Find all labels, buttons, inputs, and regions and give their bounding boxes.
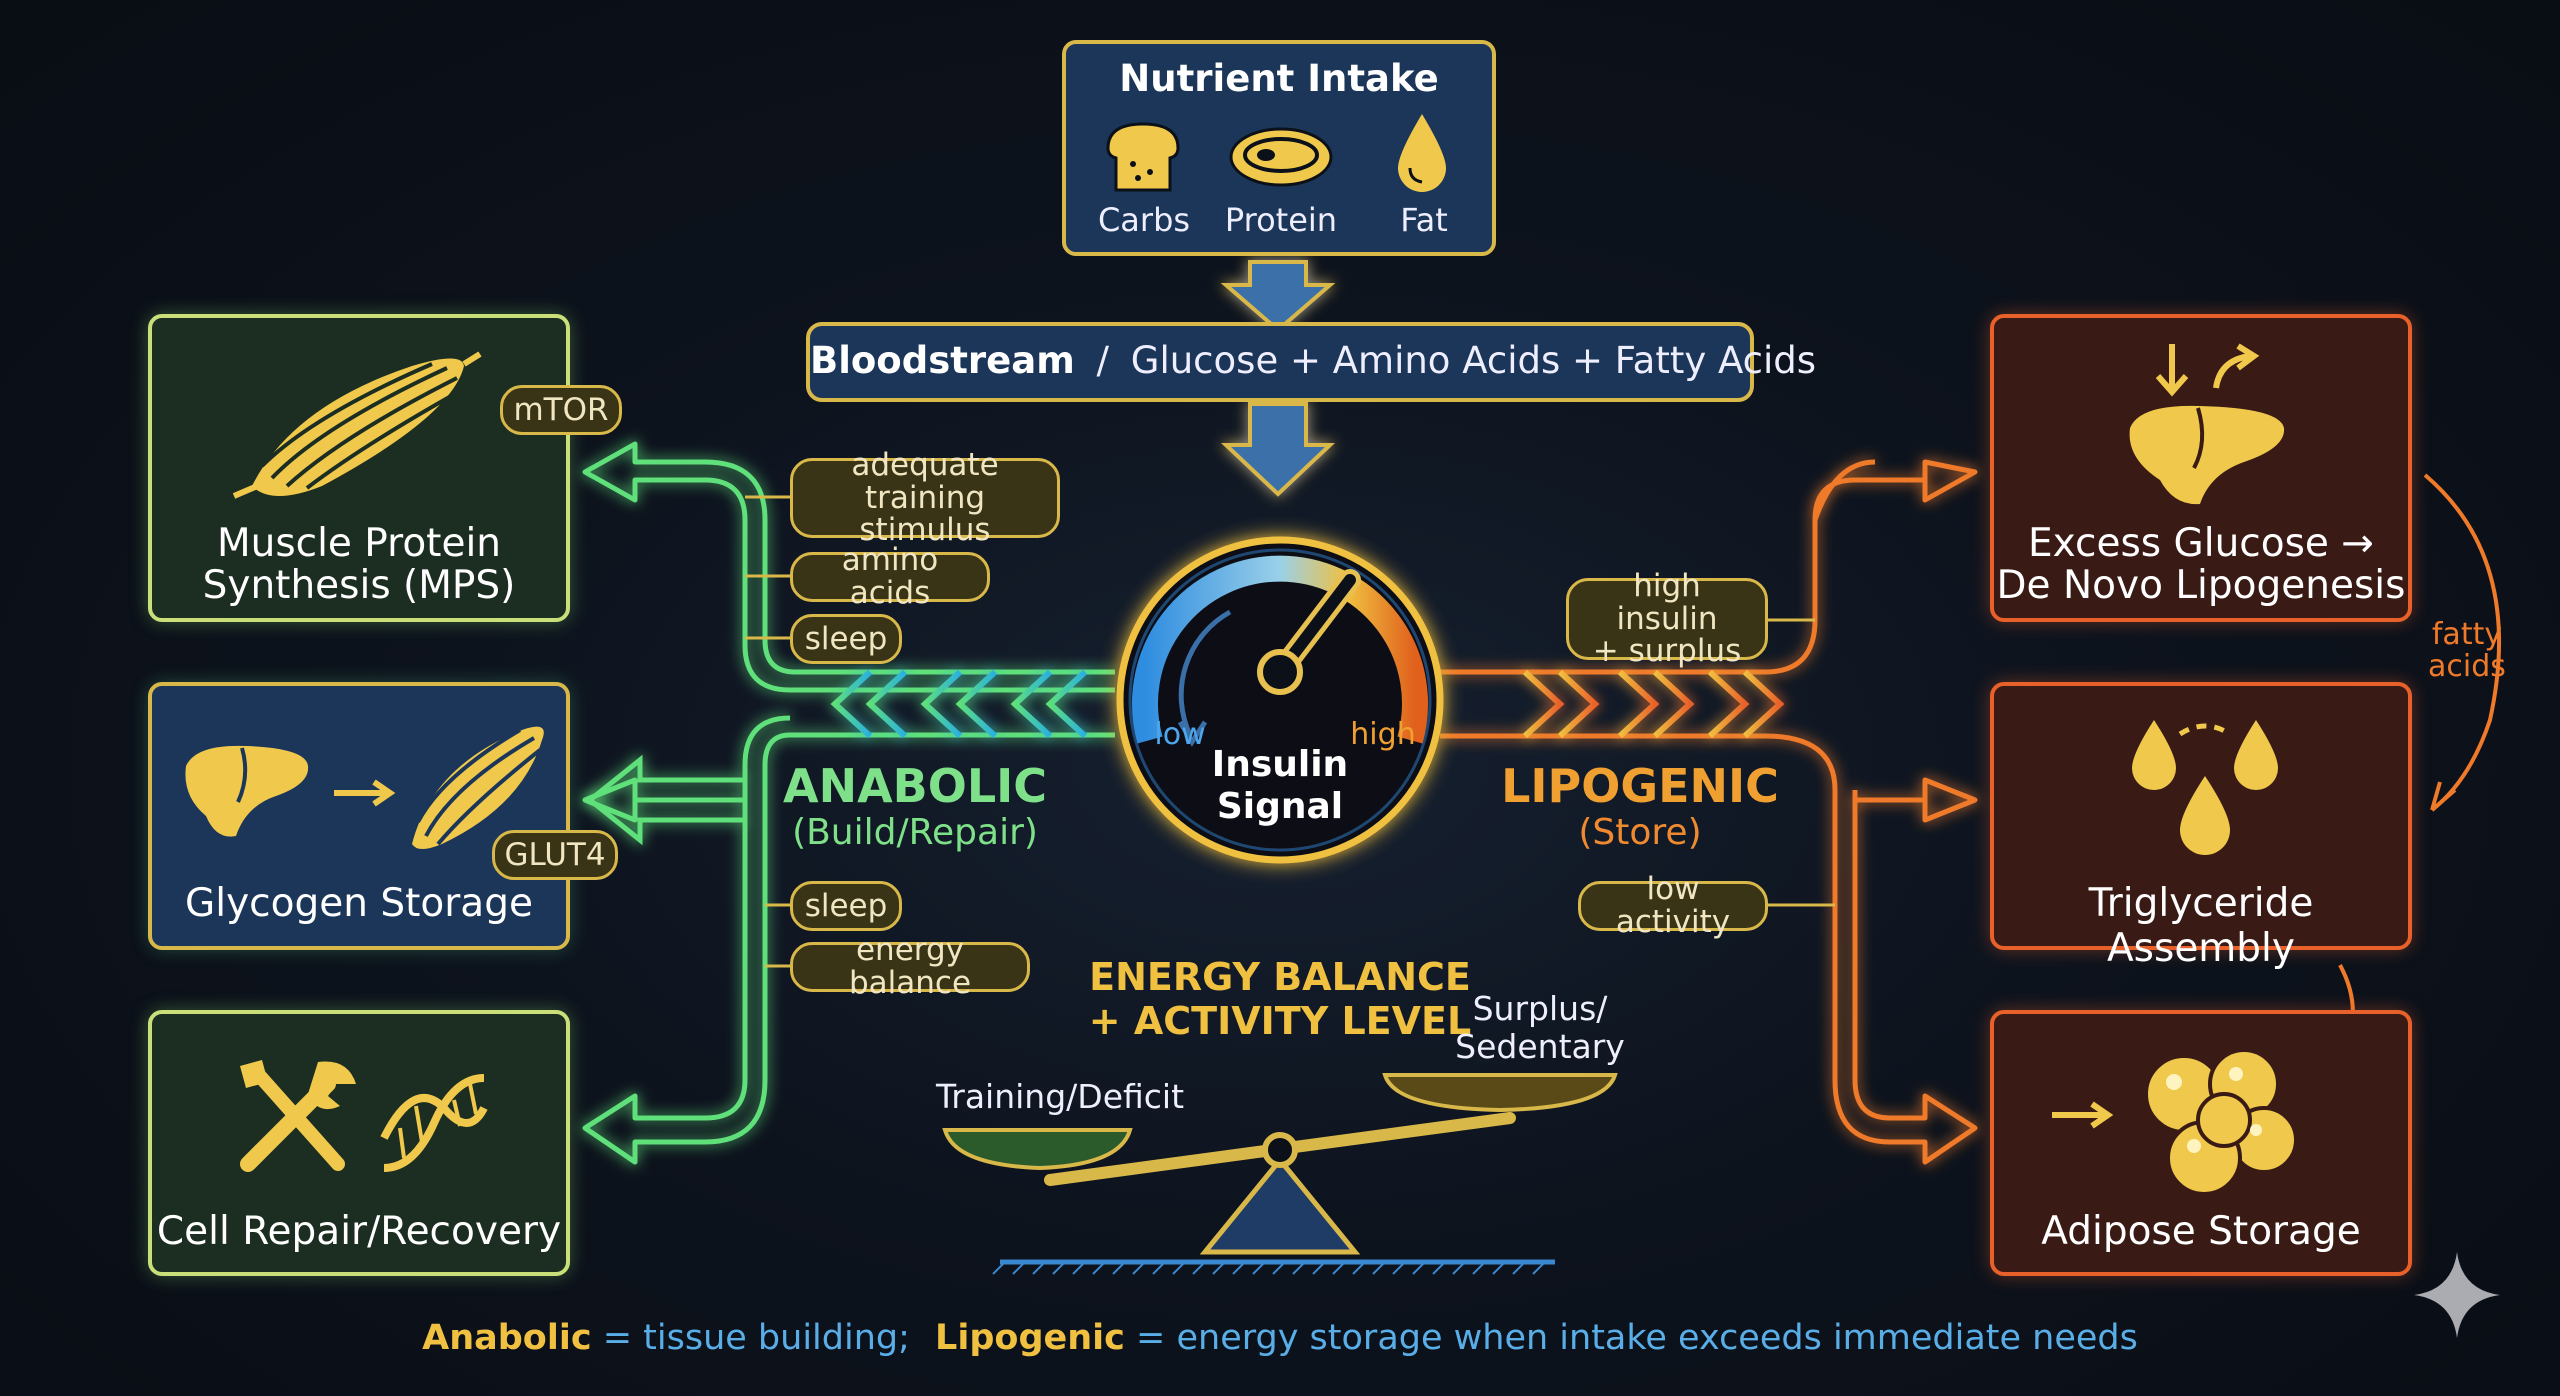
gauge-high-label: high: [1350, 717, 1416, 752]
mtor-pill: mTOR: [500, 385, 622, 435]
protein-label: Protein: [1224, 201, 1338, 239]
liver-flow-icon: [2129, 343, 2285, 505]
right-pan-label-line1: Surplus/: [1472, 989, 1608, 1028]
mps-label-line2: Synthesis (MPS): [202, 563, 516, 608]
bloodstream-separator: /: [1096, 339, 1110, 382]
fatty-acids-label-line1: fatty: [2431, 617, 2503, 652]
anabolic-branch-tree: [582, 441, 1115, 1165]
glycogen-label: Glycogen Storage: [185, 881, 533, 926]
factor-pill-high-insulin: high insulin + surplus: [1566, 570, 1768, 667]
bloodstream-label: Bloodstream: [810, 339, 1075, 382]
triglyceride-label: Triglyceride Assembly: [2088, 881, 2314, 971]
triglyceride-box: Triglyceride Assembly: [1990, 682, 2412, 971]
lipogenic-title: LIPOGENIC: [1501, 759, 1779, 813]
muscle-fiber-icon: [232, 351, 482, 499]
arrow-right-icon: [2052, 1101, 2114, 1129]
factor-pill-training: adequate training stimulus: [790, 449, 1060, 546]
gauge-title-line2: Signal: [1216, 786, 1344, 827]
bloodstream-contents: Glucose + Amino Acids + Fatty Acids: [1130, 339, 1817, 382]
droplets-icon: [2132, 720, 2278, 855]
mps-label-line1: Muscle Protein: [216, 521, 502, 566]
footer-anabolic-def: = tissue building;: [591, 1318, 910, 1358]
dna-icon: [380, 1074, 488, 1172]
repair-label: Cell Repair/Recovery: [156, 1209, 562, 1254]
factor-pill-sleep-lower: sleep: [790, 881, 902, 931]
anabolic-title: ANABOLIC: [782, 759, 1048, 813]
footer-legend: Anabolic = tissue building; Lipogenic = …: [380, 1318, 2180, 1358]
repair-box: Cell Repair/Recovery: [148, 1010, 570, 1276]
factor-pill-amino: amino acids: [790, 544, 990, 609]
fatty-acids-label-line2: acids: [2428, 649, 2506, 684]
insulin-gauge: [1095, 515, 1465, 885]
balance-title-line1: ENERGY BALANCE: [1089, 955, 1471, 999]
anabolic-trunk-chevrons: [800, 669, 1120, 739]
factor-connectors: [745, 495, 1835, 968]
balance-scale: [942, 1073, 1618, 1275]
anabolic-mid-arrow: [585, 754, 745, 846]
mps-box: Muscle Protein Synthesis (MPS): [148, 314, 570, 622]
glut4-pill: GLUT4: [492, 830, 618, 880]
lipogenic-trunk-chevrons: [1440, 669, 1785, 739]
steak-icon: [1229, 127, 1333, 187]
arrow-right-icon: [334, 779, 396, 807]
liver-icon: [185, 745, 309, 837]
left-pan-label: Training/Deficit: [935, 1077, 1185, 1116]
gauge-low-label: low: [1154, 717, 1206, 752]
dnl-box: Excess Glucose → De Novo Lipogenesis: [1990, 314, 2412, 622]
adipose-box: Adipose Storage: [1990, 1010, 2412, 1276]
anabolic-subtitle: (Build/Repair): [792, 812, 1038, 853]
factor-pill-low-activity: low activity: [1578, 873, 1768, 938]
dnl-label-line1: Excess Glucose →: [2028, 521, 2374, 566]
intake-down-arrow: [1220, 260, 1336, 333]
dnl-label-line2: De Novo Lipogenesis: [1996, 563, 2406, 608]
bloodstream-box: Bloodstream / Glucose + Amino Acids + Fa…: [806, 322, 1816, 402]
fat-drop-icon: [1398, 114, 1446, 192]
bloodstream-down-arrow: [1220, 402, 1336, 497]
adipose-label: Adipose Storage: [2041, 1209, 2361, 1254]
nutrient-intake-title: Nutrient Intake: [1119, 57, 1439, 100]
footer-lipogenic-def: = energy storage when intake exceeds imm…: [1124, 1318, 2138, 1358]
muscle-fiber-icon: [412, 726, 544, 849]
balance-title-line2: + ACTIVITY LEVEL: [1088, 999, 1472, 1043]
glycogen-box: Glycogen Storage: [148, 682, 570, 950]
bread-icon: [1106, 122, 1180, 192]
factor-pill-energy-balance: energy balance: [790, 934, 1030, 999]
lipogenic-subtitle: (Store): [1578, 812, 1702, 853]
footer-anabolic-term: Anabolic: [422, 1318, 592, 1358]
footer-lipogenic-term: Lipogenic: [935, 1318, 1125, 1358]
factor-pill-sleep-upper: sleep: [790, 614, 902, 664]
tools-icon: [240, 1060, 356, 1172]
nutrient-intake-box: Nutrient Intake Carbs Protein Fat: [1062, 40, 1496, 256]
sparkle-icon: [2414, 1252, 2500, 1338]
fat-cells-icon: [2144, 1048, 2298, 1196]
gauge-title-line1: Insulin: [1211, 744, 1349, 785]
right-pan-label-line2: Sedentary: [1455, 1027, 1625, 1066]
carbs-label: Carbs: [1097, 201, 1191, 239]
lipogenic-branch-tree: [1440, 459, 1978, 1165]
fat-label: Fat: [1400, 201, 1448, 239]
